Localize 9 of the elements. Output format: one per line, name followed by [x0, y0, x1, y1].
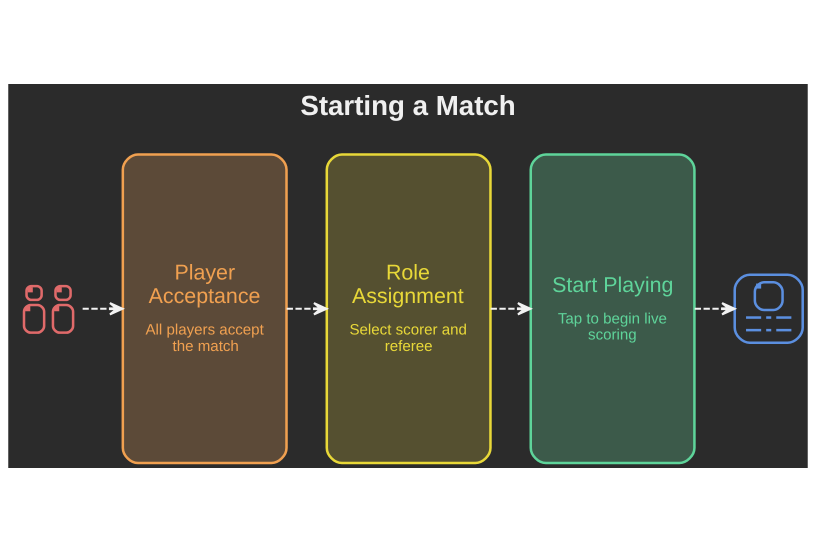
arrow — [82, 302, 124, 316]
arrow — [490, 302, 532, 316]
node-box: Start Playing Tap to begin live scoring — [530, 153, 696, 464]
node-box: Player Acceptance All players accept the match — [122, 153, 288, 464]
diagram-title: Starting a Match — [300, 90, 516, 121]
node-box: Role Assignment Select scorer and referee — [326, 153, 492, 464]
node-picture — [733, 273, 804, 344]
arrow — [286, 302, 328, 316]
arrow — [694, 302, 736, 316]
